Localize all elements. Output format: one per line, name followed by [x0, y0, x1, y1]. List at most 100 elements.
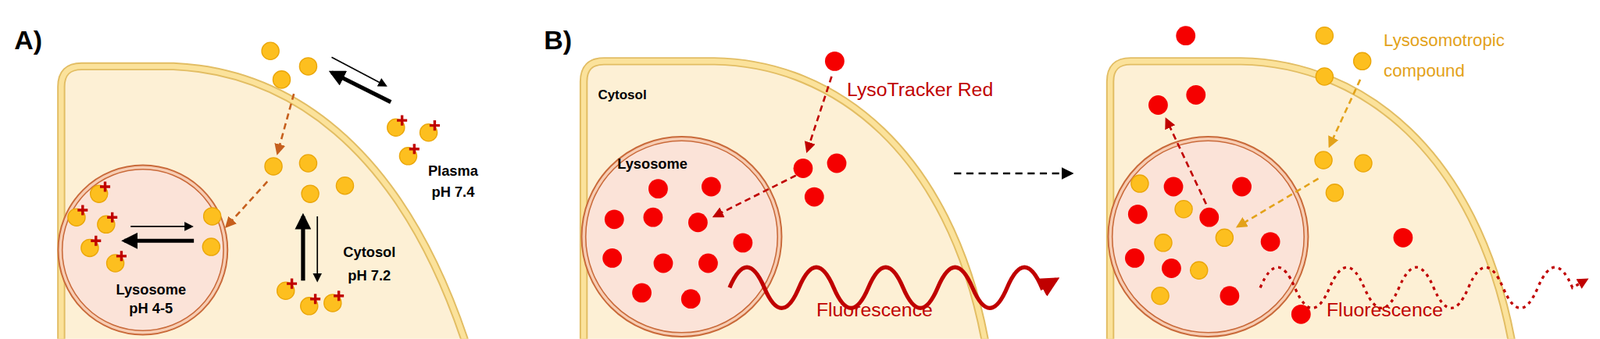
compound-molecule	[1353, 52, 1372, 70]
probe-molecule	[604, 209, 625, 229]
signal-label: Fluorescence	[1326, 297, 1500, 322]
panel-label: B)	[543, 24, 605, 56]
probe-molecule	[827, 153, 847, 174]
charged-molecule	[106, 250, 126, 272]
neutral-molecule	[299, 57, 317, 75]
probe-molecule	[1393, 228, 1414, 248]
compound-molecule	[1315, 27, 1333, 45]
compound-molecule	[1354, 154, 1372, 172]
neutral-molecule	[299, 154, 317, 172]
probe-molecule	[1185, 85, 1206, 105]
probe-molecule	[632, 282, 652, 303]
compound-molecule	[1314, 151, 1333, 169]
charged-molecule	[97, 212, 118, 234]
compound-molecule	[1315, 67, 1333, 86]
release-arrow	[1166, 119, 1207, 204]
probe-molecule	[701, 177, 722, 197]
cell-membrane	[1110, 60, 1514, 339]
probe-molecule	[1219, 285, 1240, 306]
equilibrium-arrow	[124, 239, 194, 243]
lysosome-membrane	[57, 165, 228, 336]
cell-membrane	[583, 60, 987, 339]
lysosome-lumen	[585, 140, 779, 333]
diffusion-arrow	[277, 93, 294, 154]
lysosome: Lysosome	[579, 134, 784, 339]
equilibrium-arrow	[130, 225, 192, 228]
compartment-label: Cytosol pH 7.2	[336, 240, 403, 288]
neutral-molecule	[272, 71, 290, 89]
probe-molecule	[653, 253, 674, 274]
compound-molecule	[1325, 184, 1343, 202]
equilibrium-arrow	[331, 72, 391, 103]
charged-molecule	[300, 293, 321, 315]
probe-molecule	[1291, 304, 1311, 325]
compartment-label: Lysosome	[617, 155, 710, 173]
cell: Lysosome pH 4-5 Cytosol pH 7.2	[56, 60, 470, 339]
compartment-label: Cytosol	[597, 86, 690, 104]
probe-molecule	[793, 158, 814, 179]
compound-molecule	[1175, 200, 1193, 218]
probe-molecule	[1175, 25, 1196, 46]
uptake-arrow	[1329, 79, 1361, 147]
probe-molecule	[688, 212, 708, 233]
neutral-molecule	[203, 207, 222, 225]
lysosome-membrane	[581, 136, 782, 337]
charged-molecule	[324, 290, 344, 312]
uptake-arrow	[714, 175, 796, 217]
probe-molecule	[732, 232, 753, 253]
probe-molecule	[1199, 207, 1219, 228]
equilibrium-arrow	[331, 57, 386, 86]
neutral-molecule	[202, 238, 220, 256]
cell-membrane	[60, 66, 468, 339]
lysosome-lumen	[62, 169, 224, 331]
probe-molecule	[1164, 177, 1184, 197]
equilibrium-arrow	[316, 216, 318, 281]
cell-body	[60, 66, 468, 339]
uptake-arrow	[807, 76, 832, 151]
neutral-molecule	[335, 177, 354, 195]
probe-molecule	[643, 207, 664, 228]
probe-molecule	[1125, 248, 1145, 268]
neutral-molecule	[261, 42, 279, 60]
lysosome-lumen	[1112, 140, 1305, 333]
charged-molecule	[419, 120, 440, 142]
cell-membrane	[583, 60, 987, 339]
probe-molecule	[681, 289, 701, 309]
cell-body	[1110, 60, 1514, 339]
probe-label: LysoTracker Red	[846, 77, 1051, 101]
compartment-label: Lysosome pH 4-5	[107, 280, 194, 318]
probe-molecule	[1260, 232, 1281, 252]
compound-molecule	[1215, 228, 1233, 247]
compound-label: Lysosomotropic compound	[1383, 25, 1537, 87]
charged-molecule	[90, 181, 111, 203]
lysosome: Lysosome pH 4-5	[56, 163, 230, 337]
charged-molecule	[387, 115, 408, 137]
neutral-molecule	[301, 185, 319, 203]
uptake-arrow	[1237, 178, 1318, 227]
compartment-label: Plasma pH 7.4	[420, 160, 486, 204]
equilibrium-arrow	[300, 216, 305, 281]
panel-label: A)	[14, 24, 75, 56]
probe-molecule	[825, 51, 845, 72]
probe-molecule	[1128, 204, 1148, 225]
compound-molecule	[1131, 175, 1149, 193]
cell-body	[583, 60, 987, 339]
compound-molecule	[1154, 234, 1172, 252]
charged-molecule	[277, 278, 297, 300]
signal-label: Fluorescence	[816, 297, 990, 322]
probe-molecule	[648, 178, 668, 199]
probe-molecule	[1148, 95, 1168, 115]
transition-arrow	[953, 172, 1072, 175]
probe-molecule	[698, 253, 718, 274]
probe-molecule	[804, 187, 825, 208]
charged-molecule	[67, 205, 88, 227]
probe-molecule	[602, 248, 622, 268]
lysosome-membrane	[1107, 136, 1308, 337]
charged-molecule	[81, 235, 101, 258]
charged-molecule	[399, 143, 419, 165]
cell-membrane	[1110, 60, 1514, 339]
neutral-molecule	[264, 157, 283, 175]
compound-molecule	[1151, 287, 1169, 305]
probe-molecule	[1232, 177, 1252, 197]
